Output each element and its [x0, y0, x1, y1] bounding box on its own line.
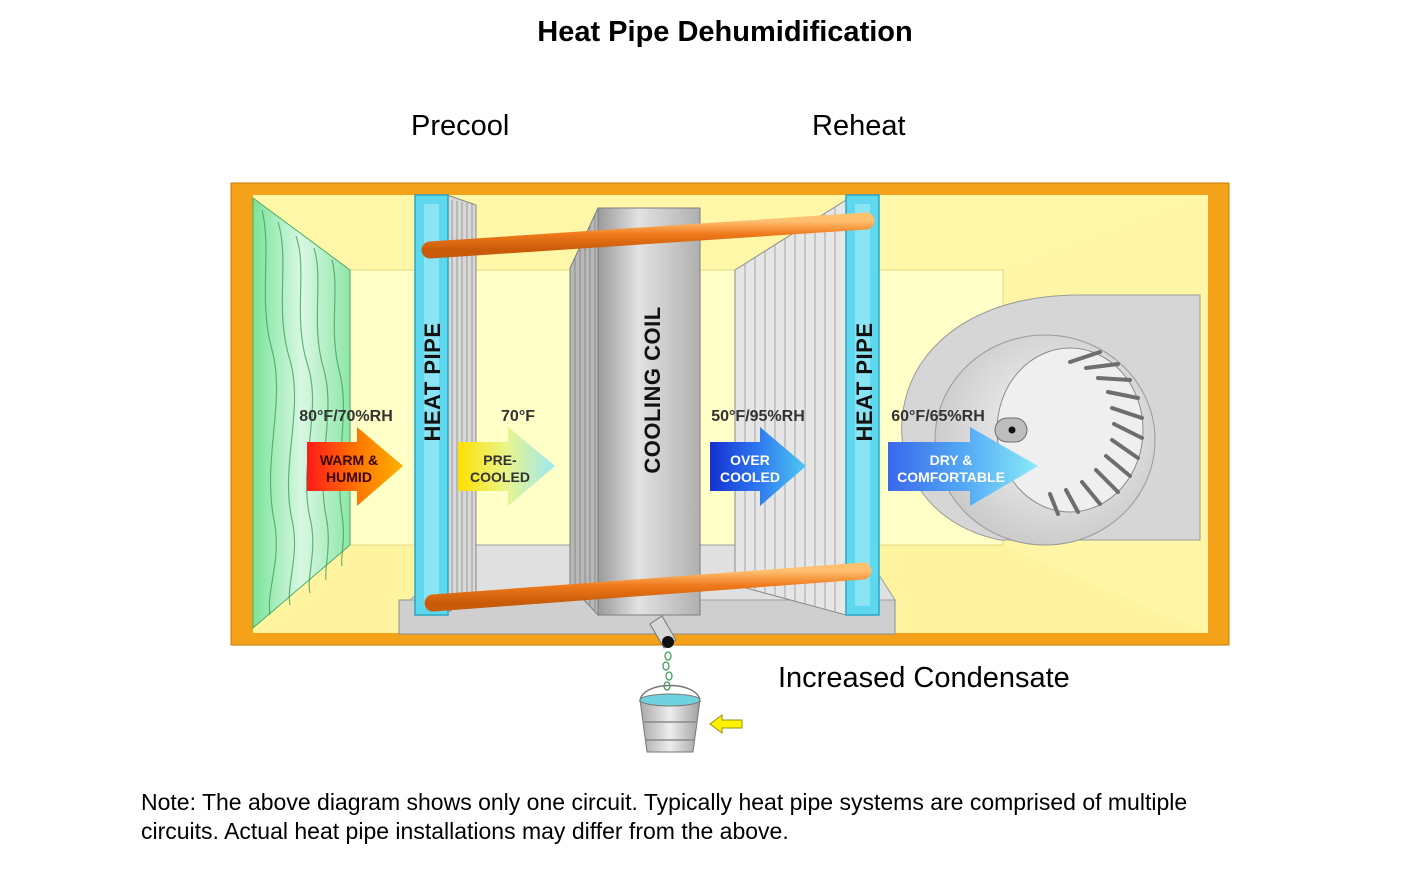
footnote-line-1: Note: The above diagram shows only one c…: [141, 789, 1188, 815]
stage-1-line2: HUMID: [326, 469, 372, 485]
stage-2-temp: 70°F: [501, 408, 535, 425]
stage-4-temp: 60°F/65%RH: [891, 408, 985, 425]
heat-pipe-left-label: HEAT PIPE: [420, 322, 445, 441]
top-transfer-pipe: [421, 212, 875, 259]
condensate-label: Increased Condensate: [778, 662, 1070, 694]
stage-3-line2: COOLED: [720, 469, 780, 485]
cooling-coil-block: [569, 207, 701, 617]
pre-cooled-arrow: [458, 427, 555, 506]
diagram-title: Heat Pipe Dehumidification: [537, 16, 913, 48]
stage-2-line2: COOLED: [470, 469, 530, 485]
stage-4-line1: DRY &: [930, 452, 973, 468]
footnote-line-2: circuits. Actual heat pipe installations…: [141, 818, 789, 844]
footnote: Note: The above diagram shows only one c…: [141, 788, 1341, 846]
condensate-pointer-arrow: [709, 714, 743, 734]
condensate-drain: [649, 615, 677, 691]
dry-comfortable-arrow: [888, 427, 1038, 506]
reheat-label: Reheat: [812, 110, 906, 142]
stage-1-temp: 80°F/70%RH: [299, 408, 393, 425]
warm-humid-arrow: [307, 427, 403, 506]
stage-4-line2: COMFORTABLE: [897, 469, 1005, 485]
air-filter: [252, 197, 351, 630]
stage-3-line1: OVER: [730, 452, 770, 468]
heat-pipe-left: [414, 194, 477, 616]
stage-2-line1: PRE-: [483, 452, 517, 468]
over-cooled-arrow: [710, 427, 806, 506]
stage-3-temp: 50°F/95%RH: [711, 408, 805, 425]
bottom-transfer-pipe: [424, 562, 872, 612]
blower-fan: [901, 294, 1201, 546]
heat-pipe-right: [734, 194, 880, 616]
precool-label: Precool: [411, 110, 510, 142]
cooling-coil-label: COOLING COIL: [640, 306, 665, 473]
stage-1-line1: WARM &: [320, 452, 378, 468]
condensate-bucket: [639, 684, 701, 753]
heat-pipe-right-label: HEAT PIPE: [852, 322, 877, 441]
